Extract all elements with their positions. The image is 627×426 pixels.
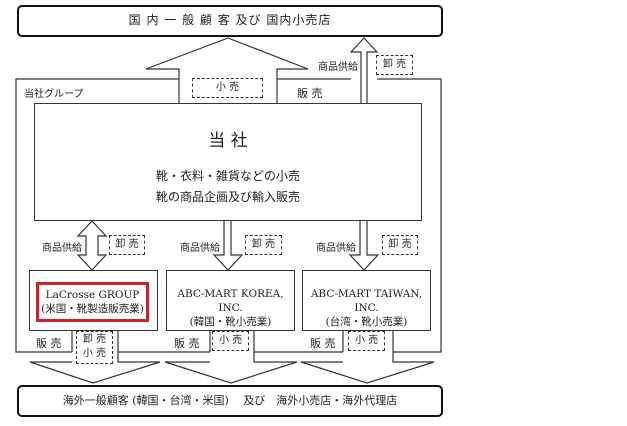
supply-top-label: 商品供給 <box>318 62 358 73</box>
taiwan-box: ABC-MART TAIWAN, INC. (台湾・靴小売業) <box>302 270 431 331</box>
retail-top-label: 小 売 <box>192 78 263 98</box>
overseas-customers-box: 海外一般顧客 (韓国・台湾・米国) 及び 海外小売店・海外代理店 <box>17 385 443 417</box>
taiwan-desc: (台湾・靴小売業) <box>325 316 408 328</box>
supply-label-korea: 商品供給 <box>180 243 220 254</box>
sales-label-lacrosse: 販 売 <box>36 337 62 350</box>
supply-label-taiwan: 商品供給 <box>316 243 356 254</box>
channel-lacrosse-retail: 小 売 <box>82 348 107 359</box>
korea-box: ABC-MART KOREA, INC. (韓国・靴小売業) <box>166 270 295 331</box>
domestic-customers-box: 国 内 一 般 顧 客 及び 国内小売店 <box>17 5 443 37</box>
channel-lacrosse: 卸 売 小 売 <box>76 331 113 364</box>
sales-top-label: 販 売 <box>297 87 323 100</box>
group-label: 当社グループ <box>24 89 84 100</box>
korea-name: ABC-MART KOREA, INC. <box>177 288 284 314</box>
company-line2: 靴の商品企画及び輸入販売 <box>155 190 300 204</box>
lacrosse-name: LaCrosse GROUP <box>45 289 140 301</box>
channel-korea: 小 売 <box>212 331 249 351</box>
company-box: 当 社 靴・衣料・雑貨などの小売 靴の商品企画及び輸入販売 <box>34 103 422 221</box>
company-title: 当 社 <box>208 131 248 151</box>
lacrosse-highlight: LaCrosse GROUP (米国・靴製造販売業) <box>36 282 149 322</box>
channel-taiwan: 小 売 <box>348 331 385 351</box>
taiwan-name: ABC-MART TAIWAN, INC. <box>310 288 423 314</box>
wholesale-label-lacrosse: 卸 売 <box>109 235 145 255</box>
company-line1: 靴・衣料・雑貨などの小売 <box>155 169 300 183</box>
supply-label-lacrosse: 商品供給 <box>42 243 82 254</box>
lacrosse-desc: (米国・靴製造販売業) <box>41 303 144 315</box>
lacrosse-box: LaCrosse GROUP (米国・靴製造販売業) <box>29 270 158 331</box>
wholesale-label-korea: 卸 売 <box>245 235 282 255</box>
sales-label-korea: 販 売 <box>174 337 200 350</box>
sales-label-taiwan: 販 売 <box>310 337 336 350</box>
channel-lacrosse-wholesale: 卸 売 <box>82 334 107 345</box>
korea-desc: (韓国・靴小売業) <box>189 316 272 328</box>
wholesale-top-label: 卸 売 <box>376 55 413 75</box>
wholesale-label-taiwan: 卸 売 <box>382 235 418 255</box>
